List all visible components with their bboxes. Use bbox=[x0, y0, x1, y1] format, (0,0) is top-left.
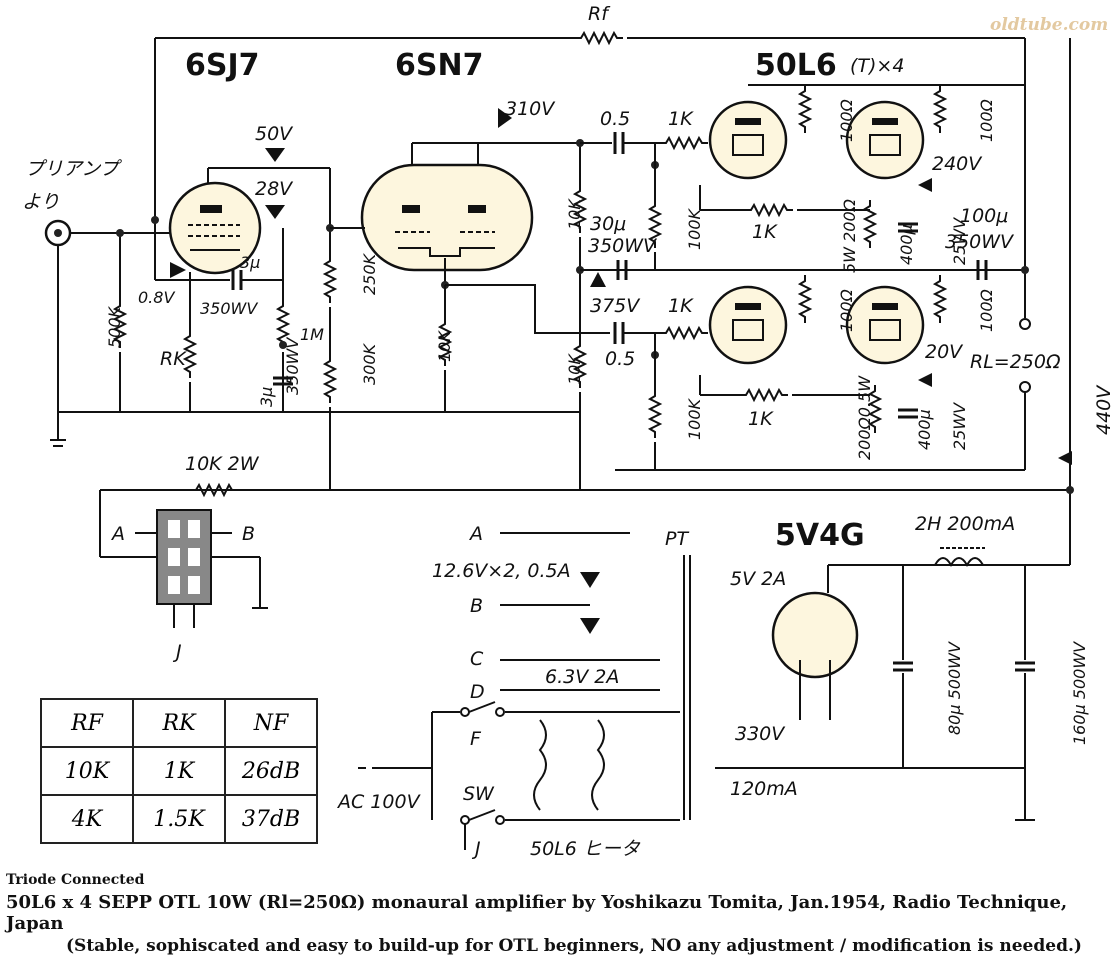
r100-a-label: 100Ω bbox=[837, 98, 856, 142]
tube-50l6-suffix: (T)×4 bbox=[850, 55, 904, 77]
r200-05w-label: 200Ω0.5W bbox=[855, 375, 874, 460]
heater-jp-label: 50L6 ヒータ bbox=[530, 838, 641, 860]
table-header-rf: RF bbox=[40, 698, 134, 748]
c400-a-label: 400μ bbox=[897, 224, 916, 265]
v240-label: 240V bbox=[932, 153, 983, 175]
pt-label: PT bbox=[665, 528, 689, 550]
v50-label: 50V bbox=[255, 123, 294, 145]
rl-label: RL=250Ω bbox=[970, 351, 1061, 373]
watermark: oldtube.com bbox=[990, 15, 1108, 35]
tube-6sj7-label: 6SJ7 bbox=[185, 48, 260, 83]
table-cell: 10K bbox=[40, 746, 134, 796]
heater126-label: 12.6V×2, 0.5A bbox=[432, 560, 571, 582]
c30u-label: 30μ bbox=[590, 213, 626, 235]
tube-6sn7-label: 6SN7 bbox=[395, 48, 483, 83]
tube-50l6-1 bbox=[708, 100, 788, 180]
v330-label: 330V bbox=[735, 723, 786, 745]
table-cell: 1K bbox=[132, 746, 226, 796]
ac-label: AC 100V bbox=[336, 791, 422, 813]
c350wv2-label: 350WV bbox=[588, 235, 658, 257]
c80-label: 80μ 500WV bbox=[945, 641, 964, 735]
r100k-a-label: 100K bbox=[685, 207, 704, 250]
r1m-label: 1M bbox=[300, 325, 324, 344]
r1k-d-label: 1K bbox=[748, 408, 774, 430]
fil5v-label: 5V 2A bbox=[730, 568, 786, 590]
v08-label: 0.8V bbox=[138, 288, 175, 307]
ma120-label: 120mA bbox=[730, 778, 798, 800]
c350-b-label: 350WV bbox=[283, 337, 302, 395]
r100-b-label: 100Ω bbox=[977, 98, 996, 142]
output-socket bbox=[156, 509, 212, 605]
pt-b-label: B bbox=[470, 595, 483, 617]
table-cell: 26dB bbox=[224, 746, 318, 796]
caption-line-1: Triode Connected bbox=[6, 872, 145, 888]
r10k2w-label: 10K 2W bbox=[185, 453, 260, 475]
tube-6sn7 bbox=[360, 163, 534, 272]
v28-label: 28V bbox=[255, 178, 294, 200]
c100u-label: 100μ bbox=[960, 205, 1008, 227]
r100-c-label: 100Ω bbox=[837, 288, 856, 332]
heater63-label: 6.3V 2A bbox=[545, 666, 619, 688]
r100k-b-label: 100K bbox=[685, 397, 704, 440]
v20-label: 20V bbox=[925, 341, 964, 363]
pt-f-label: F bbox=[470, 728, 482, 750]
r1k-c-label: 1K bbox=[752, 221, 778, 243]
tube-50l6-2 bbox=[845, 100, 925, 180]
pt-c-label: C bbox=[470, 648, 484, 670]
tube-5v4g-label: 5V4G bbox=[775, 518, 865, 553]
r250k-label: 250K bbox=[360, 252, 379, 295]
r500k-label: 500K bbox=[105, 305, 124, 348]
rf-label: Rf bbox=[588, 3, 611, 25]
table-cell: 37dB bbox=[224, 794, 318, 844]
j2-label: J bbox=[471, 838, 481, 860]
pt-d-label: D bbox=[470, 681, 485, 703]
nf-table: RF RK NF 10K 1K 26dB 4K 1.5K 37dB bbox=[40, 698, 318, 844]
table-cell: 4K bbox=[40, 794, 134, 844]
choke-label: 2H 200mA bbox=[915, 513, 1015, 535]
table-header-row: RF RK NF bbox=[40, 698, 318, 748]
table-cell: 1.5K bbox=[132, 794, 226, 844]
rk-label: RK bbox=[160, 348, 187, 370]
r10k-a-label: 10K bbox=[435, 330, 454, 362]
socket-a-label: A bbox=[110, 523, 125, 545]
c05-a-label: 0.5 bbox=[600, 108, 630, 130]
c3u-b-label: 3μ bbox=[257, 387, 276, 407]
wv25-a-label: 25WV bbox=[950, 217, 969, 265]
tube-50l6-3 bbox=[708, 285, 788, 365]
socket-b-label: B bbox=[242, 523, 255, 545]
c160-label: 160μ 500WV bbox=[1070, 641, 1089, 745]
c400-b-label: 400μ bbox=[915, 409, 934, 450]
caption: Triode Connected 50L6 x 4 SEPP OTL 10W (… bbox=[6, 872, 1106, 956]
table-header-rk: RK bbox=[132, 698, 226, 748]
socket-j-label: J bbox=[172, 641, 182, 663]
sw-label: SW bbox=[463, 783, 495, 805]
input-jp-label: プリアンプ bbox=[25, 158, 123, 180]
caption-line-3: (Stable, sophiscated and easy to build-u… bbox=[66, 936, 1082, 956]
wv25-b-label: 25WV bbox=[950, 402, 969, 450]
pt-a-label: A bbox=[468, 523, 483, 545]
v310-label: 310V bbox=[505, 98, 556, 120]
c350-label: 350WV bbox=[200, 299, 258, 318]
r1k-a-label: 1K bbox=[668, 108, 694, 130]
v440-label: 440V bbox=[1093, 384, 1113, 435]
table-row: 4K 1.5K 37dB bbox=[40, 794, 318, 844]
c3u-label: 3μ bbox=[240, 253, 260, 272]
r100-d-label: 100Ω bbox=[977, 288, 996, 332]
table-header-nf: NF bbox=[224, 698, 318, 748]
c350wv3-label: 350WV bbox=[945, 231, 1015, 253]
r10k-b-label: 10K bbox=[565, 198, 584, 230]
caption-line-2: 50L6 x 4 SEPP OTL 10W (Rl=250Ω) monaural… bbox=[6, 892, 1068, 934]
r10k-c-label: 10K bbox=[565, 353, 584, 385]
tube-5v4g bbox=[771, 591, 859, 679]
c05-b-label: 0.5 bbox=[605, 348, 635, 370]
tube-50l6-label: 50L6 bbox=[755, 48, 837, 83]
tube-50l6-4 bbox=[845, 285, 925, 365]
r300k-label: 300K bbox=[360, 342, 379, 385]
v375-label: 375V bbox=[590, 295, 641, 317]
r200-5w-label: 5W 200Ω bbox=[840, 198, 859, 273]
table-row: 10K 1K 26dB bbox=[40, 746, 318, 796]
r1k-b-label: 1K bbox=[668, 295, 694, 317]
input-jp-label-2: より bbox=[22, 191, 60, 213]
